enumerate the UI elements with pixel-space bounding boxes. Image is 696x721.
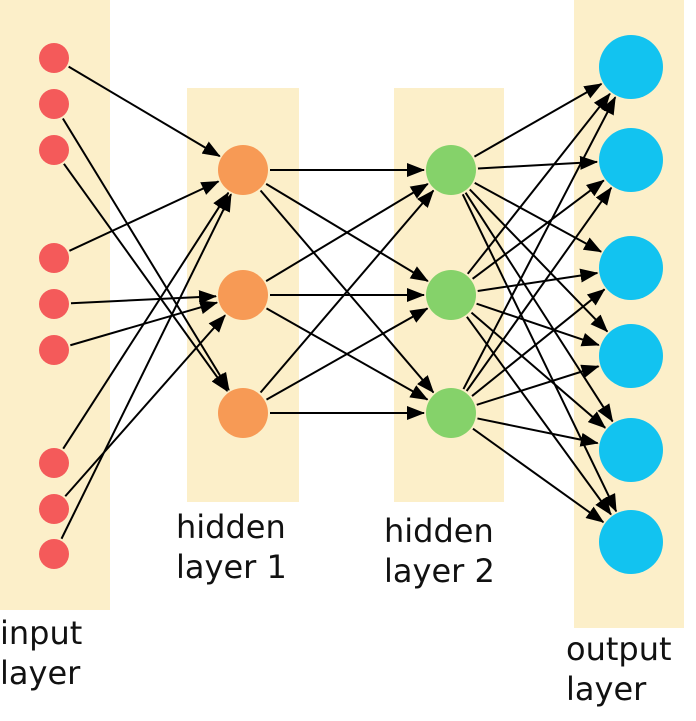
edge-hidden2-2-to-output-3 — [477, 268, 599, 292]
edge-hidden2-3-to-output-6 — [472, 427, 605, 524]
hidden-layer-2-label-line2: layer 2 — [384, 552, 495, 590]
edge-input-5-to-hidden1-2 — [70, 290, 218, 305]
hidden2-node-1 — [426, 145, 476, 195]
edge-input-1-to-hidden1-1 — [68, 65, 221, 158]
output-layer-label: output layer — [566, 629, 672, 709]
input-layer-label: input layer — [0, 613, 82, 693]
edge-hidden2-1-to-output-5 — [464, 192, 614, 423]
edge-hidden2-3-to-output-5 — [477, 417, 599, 447]
hidden-layer-1-label: hidden layer 1 — [176, 507, 287, 587]
input-node-5 — [39, 289, 69, 319]
edge-input-7-to-hidden1-1 — [62, 191, 230, 450]
edge-hidden2-3-to-output-4 — [476, 364, 600, 406]
input-layer-label-line1: input — [0, 614, 83, 652]
input-node-1 — [39, 43, 69, 73]
hidden-layer-2-label: hidden layer 2 — [384, 511, 495, 591]
edge-hidden1-3-to-hidden2-1 — [259, 189, 435, 394]
output-node-3 — [599, 236, 663, 300]
edge-input-4-to-hidden1-1 — [68, 180, 220, 252]
edge-hidden2-2-to-output-4 — [476, 302, 600, 347]
edge-input-8-to-hidden1-2 — [64, 314, 226, 497]
output-node-1 — [599, 35, 663, 99]
hidden-layer-1-label-line2: layer 1 — [176, 548, 287, 586]
edge-hidden1-3-to-hidden2-2 — [265, 307, 429, 401]
input-node-4 — [39, 243, 69, 273]
edge-hidden2-1-to-output-4 — [469, 188, 609, 333]
hidden1-node-1 — [218, 145, 268, 195]
output-node-6 — [599, 510, 663, 574]
input-node-3 — [39, 135, 69, 165]
output-node-5 — [599, 418, 663, 482]
hidden-layer-2-label-line1: hidden — [384, 512, 494, 550]
input-node-2 — [39, 89, 69, 119]
edge-hidden2-3-to-output-1 — [462, 96, 617, 390]
hidden1-node-2 — [218, 270, 268, 320]
edge-input-9-to-hidden1-1 — [60, 193, 232, 540]
input-node-6 — [39, 335, 69, 365]
edge-hidden2-3-to-output-2 — [465, 186, 613, 392]
input-node-8 — [39, 494, 69, 524]
output-node-4 — [599, 324, 663, 388]
edge-input-2-to-hidden1-3 — [62, 117, 230, 391]
input-node-9 — [39, 539, 69, 569]
hidden1-node-3 — [218, 388, 268, 438]
output-layer-label-line1: output — [566, 630, 672, 668]
output-node-2 — [599, 128, 663, 192]
edge-hidden2-1-to-output-3 — [474, 182, 603, 253]
edge-hidden2-2-to-output-2 — [472, 179, 605, 280]
edge-hidden2-2-to-output-1 — [466, 92, 611, 275]
input-node-7 — [39, 448, 69, 478]
input-layer-label-line2: layer — [0, 654, 81, 692]
hidden2-node-2 — [426, 270, 476, 320]
edge-hidden2-2-to-output-6 — [466, 316, 612, 516]
edge-hidden2-1-to-output-2 — [477, 155, 599, 170]
output-layer-label-line2: layer — [566, 670, 647, 708]
hidden-layer-1-label-line1: hidden — [176, 508, 286, 546]
hidden2-node-3 — [426, 388, 476, 438]
edge-hidden1-2-to-hidden2-1 — [265, 183, 429, 282]
edge-input-3-to-hidden1-3 — [63, 163, 229, 392]
edge-hidden2-3-to-output-3 — [471, 288, 606, 397]
edge-hidden2-1-to-output-1 — [473, 83, 603, 158]
